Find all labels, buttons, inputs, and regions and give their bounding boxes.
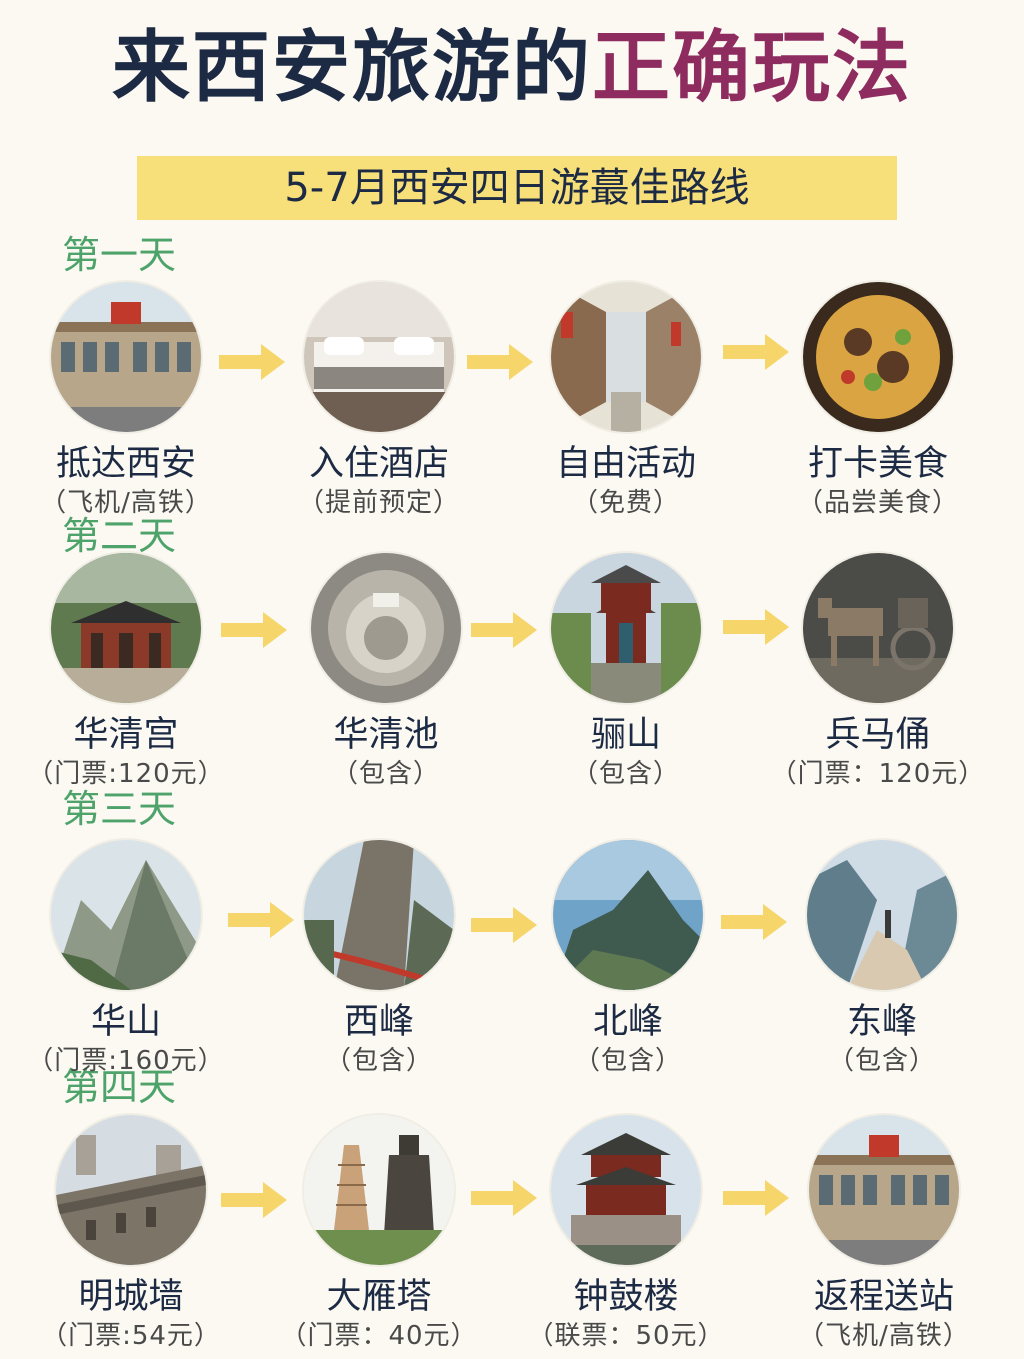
stop-name: 抵达西安 [55, 444, 196, 484]
stop-note: （门票:160元） [27, 1046, 225, 1076]
stop-note: （包含） [573, 1046, 682, 1076]
train-station-photo [51, 282, 201, 432]
stop-note: （门票:120元） [27, 759, 225, 789]
stop-card[interactable]: 钟鼓楼 （联票：50元） [506, 1115, 746, 1353]
city-wall-photo [56, 1115, 206, 1265]
stop-name: 华山 [90, 1002, 161, 1042]
arrow-right-icon [721, 904, 787, 940]
stop-note: （包含） [571, 759, 680, 789]
stop-name: 西峰 [343, 1002, 414, 1042]
hotel-room-photo [304, 282, 454, 432]
stop-name: 打卡美食 [807, 444, 948, 484]
stop-note: （门票：40元） [280, 1321, 478, 1351]
arrow-right-icon [467, 344, 533, 380]
pagoda-statue-photo [304, 1115, 454, 1265]
terracotta-chariot-photo [803, 553, 953, 703]
stop-name: 大雁塔 [326, 1277, 432, 1317]
stop-card[interactable]: 大雁塔 （门票：40元） [259, 1115, 499, 1353]
local-food-photo [803, 282, 953, 432]
stop-note: （联票：50元） [527, 1321, 725, 1351]
stop-note: （包含） [331, 759, 440, 789]
stop-name: 自由活动 [555, 444, 696, 484]
stop-name: 返程送站 [813, 1277, 954, 1317]
stop-name: 兵马俑 [825, 715, 931, 755]
stop-card[interactable]: 骊山 （包含） [506, 553, 746, 791]
stop-note: （免费） [571, 488, 680, 518]
stop-name: 北峰 [592, 1002, 663, 1042]
arrow-right-icon [471, 907, 537, 943]
stop-note: （提前预定） [297, 488, 460, 518]
palace-photo [51, 553, 201, 703]
hot-spring-pool-photo [311, 553, 461, 703]
stop-note: （品尝美食） [796, 488, 959, 518]
stop-name: 华清池 [333, 715, 439, 755]
stop-note: （包含） [324, 1046, 433, 1076]
stop-name: 入住酒店 [308, 444, 449, 484]
stop-card[interactable]: 西峰 （包含） [259, 840, 499, 1078]
stop-note: （门票：120元） [770, 759, 986, 789]
stop-note: （门票:54元） [41, 1321, 221, 1351]
arrow-right-icon [723, 1180, 789, 1216]
mountain-photo [51, 840, 201, 990]
stop-note: （飞机/高铁） [798, 1321, 970, 1351]
arrow-right-icon [221, 612, 287, 648]
arrow-right-icon [723, 609, 789, 645]
stop-card[interactable]: 华山 （门票:160元） [6, 840, 246, 1078]
stop-name: 东峰 [846, 1002, 917, 1042]
arrow-right-icon [219, 344, 285, 380]
stop-card[interactable]: 北峰 （包含） [508, 840, 748, 1078]
stop-card[interactable]: 抵达西安 （飞机/高铁） [6, 282, 246, 520]
stop-note: （包含） [827, 1046, 936, 1076]
day-4-label: 第四天 [62, 1065, 177, 1109]
stop-card[interactable]: 东峰 （包含） [762, 840, 1002, 1078]
stop-card[interactable]: 自由活动 （免费） [506, 282, 746, 520]
title-part-2: 正确玩法 [592, 23, 913, 113]
stop-card[interactable]: 返程送站 （飞机/高铁） [764, 1115, 1004, 1353]
day-2-label: 第二天 [62, 514, 177, 558]
arrow-right-icon [471, 612, 537, 648]
title-part-1: 来西安旅游的 [111, 23, 592, 113]
bell-tower-photo [551, 1115, 701, 1265]
stop-card[interactable]: 入住酒店 （提前预定） [259, 282, 499, 520]
stop-name: 华清宫 [73, 715, 179, 755]
pavilion-photo [551, 553, 701, 703]
subtitle-banner: 5-7月西安四日游蕞佳路线 [137, 156, 897, 220]
arrow-right-icon [228, 902, 294, 938]
page-title: 来西安旅游的正确玩法 [0, 18, 1024, 118]
east-peak-photo [807, 840, 957, 990]
stop-name: 骊山 [590, 715, 661, 755]
stop-card[interactable]: 明城墙 （门票:54元） [11, 1115, 251, 1353]
arrow-right-icon [723, 334, 789, 370]
stop-name: 钟鼓楼 [573, 1277, 679, 1317]
stop-card[interactable]: 华清池 （包含） [266, 553, 506, 791]
arrow-right-icon [471, 1180, 537, 1216]
old-street-photo [551, 282, 701, 432]
stop-card[interactable]: 兵马俑 （门票：120元） [758, 553, 998, 791]
train-station-photo [809, 1115, 959, 1265]
west-peak-photo [304, 840, 454, 990]
day-3-label: 第三天 [62, 787, 177, 831]
stop-card[interactable]: 打卡美食 （品尝美食） [758, 282, 998, 520]
stop-card[interactable]: 华清宫 （门票:120元） [6, 553, 246, 791]
north-peak-photo [553, 840, 703, 990]
day-1-label: 第一天 [62, 233, 177, 277]
stop-name: 明城墙 [78, 1277, 184, 1317]
arrow-right-icon [221, 1182, 287, 1218]
stop-note: （飞机/高铁） [40, 488, 212, 518]
